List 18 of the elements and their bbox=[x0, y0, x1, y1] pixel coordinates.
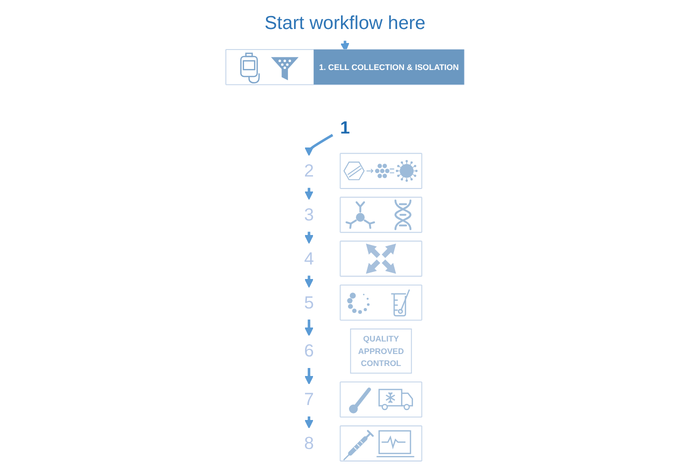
arrow bbox=[304, 368, 314, 385]
arrow bbox=[304, 416, 314, 428]
node-text: 6 bbox=[304, 341, 314, 360]
arrow bbox=[304, 319, 314, 336]
arrow bbox=[304, 134, 334, 156]
node-text: Start workflow here bbox=[264, 12, 426, 34]
node-box: QUALITY APPROVED CONTROL bbox=[350, 328, 412, 374]
node-text: 2 bbox=[304, 160, 314, 180]
node-text: 4 bbox=[304, 248, 314, 268]
arrow bbox=[304, 275, 314, 288]
node-text: 8 bbox=[304, 433, 314, 453]
arrow bbox=[340, 40, 350, 52]
node-text: 7 bbox=[304, 389, 314, 409]
node-text: 1 bbox=[340, 118, 350, 138]
arrow bbox=[304, 187, 314, 200]
node-text: 5 bbox=[304, 292, 314, 312]
node-text: 3 bbox=[304, 204, 314, 224]
arrow bbox=[304, 231, 314, 244]
